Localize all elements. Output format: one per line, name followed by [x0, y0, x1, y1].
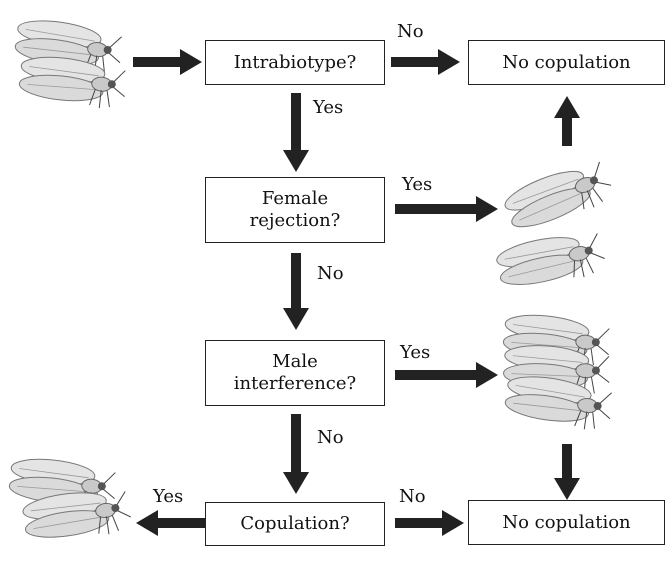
- edge-label-intrabiotype-no: No: [397, 22, 424, 42]
- arrow-copulation-no: [395, 510, 464, 536]
- edge-label-copulation-no: No: [399, 487, 426, 507]
- node-male-interference-line1: Male: [272, 351, 318, 373]
- node-no-copulation-bottom-label: No copulation: [502, 512, 630, 534]
- arrow-start-to-intrabiotype: [133, 49, 202, 75]
- whitefly-trio-icon: [502, 312, 615, 433]
- node-female-rejection: Female rejection?: [205, 177, 385, 243]
- edge-label-intrabiotype-yes: Yes: [313, 98, 343, 118]
- node-no-copulation-bottom: No copulation: [468, 500, 665, 545]
- arrow-up-to-no-copulation: [554, 96, 580, 146]
- node-no-copulation-top-label: No copulation: [502, 52, 630, 74]
- edge-label-female-rejection-yes: Yes: [402, 175, 432, 195]
- arrows: [133, 49, 580, 536]
- whitefly-pair-icon: [13, 16, 128, 110]
- node-intrabiotype: Intrabiotype?: [205, 40, 385, 85]
- edge-label-male-interference-no: No: [317, 428, 344, 448]
- edge-label-copulation-yes: Yes: [153, 487, 183, 507]
- arrow-male-interference-yes: [395, 362, 498, 388]
- arrow-down-to-no-copulation: [554, 444, 580, 500]
- arrow-intrabiotype-no: [391, 49, 460, 75]
- node-copulation: Copulation?: [205, 502, 385, 546]
- arrow-copulation-yes: [136, 510, 205, 536]
- arrow-female-rejection-yes: [395, 196, 498, 222]
- arrow-male-interference-no: [283, 414, 309, 494]
- node-male-interference: Male interference?: [205, 340, 385, 406]
- node-copulation-label: Copulation?: [240, 513, 349, 535]
- arrow-female-rejection-no: [283, 253, 309, 330]
- node-intrabiotype-label: Intrabiotype?: [234, 52, 357, 74]
- node-female-rejection-line2: rejection?: [250, 210, 341, 232]
- whitefly-mating-icon: [8, 456, 133, 546]
- edge-label-male-interference-yes: Yes: [400, 343, 430, 363]
- node-female-rejection-line1: Female: [262, 188, 328, 210]
- arrow-intrabiotype-yes: [283, 93, 309, 172]
- node-no-copulation-top: No copulation: [468, 40, 665, 85]
- node-male-interference-line2: interference?: [234, 373, 356, 395]
- whitefly-pair-separated-icon: [494, 156, 616, 295]
- edge-label-female-rejection-no: No: [317, 264, 344, 284]
